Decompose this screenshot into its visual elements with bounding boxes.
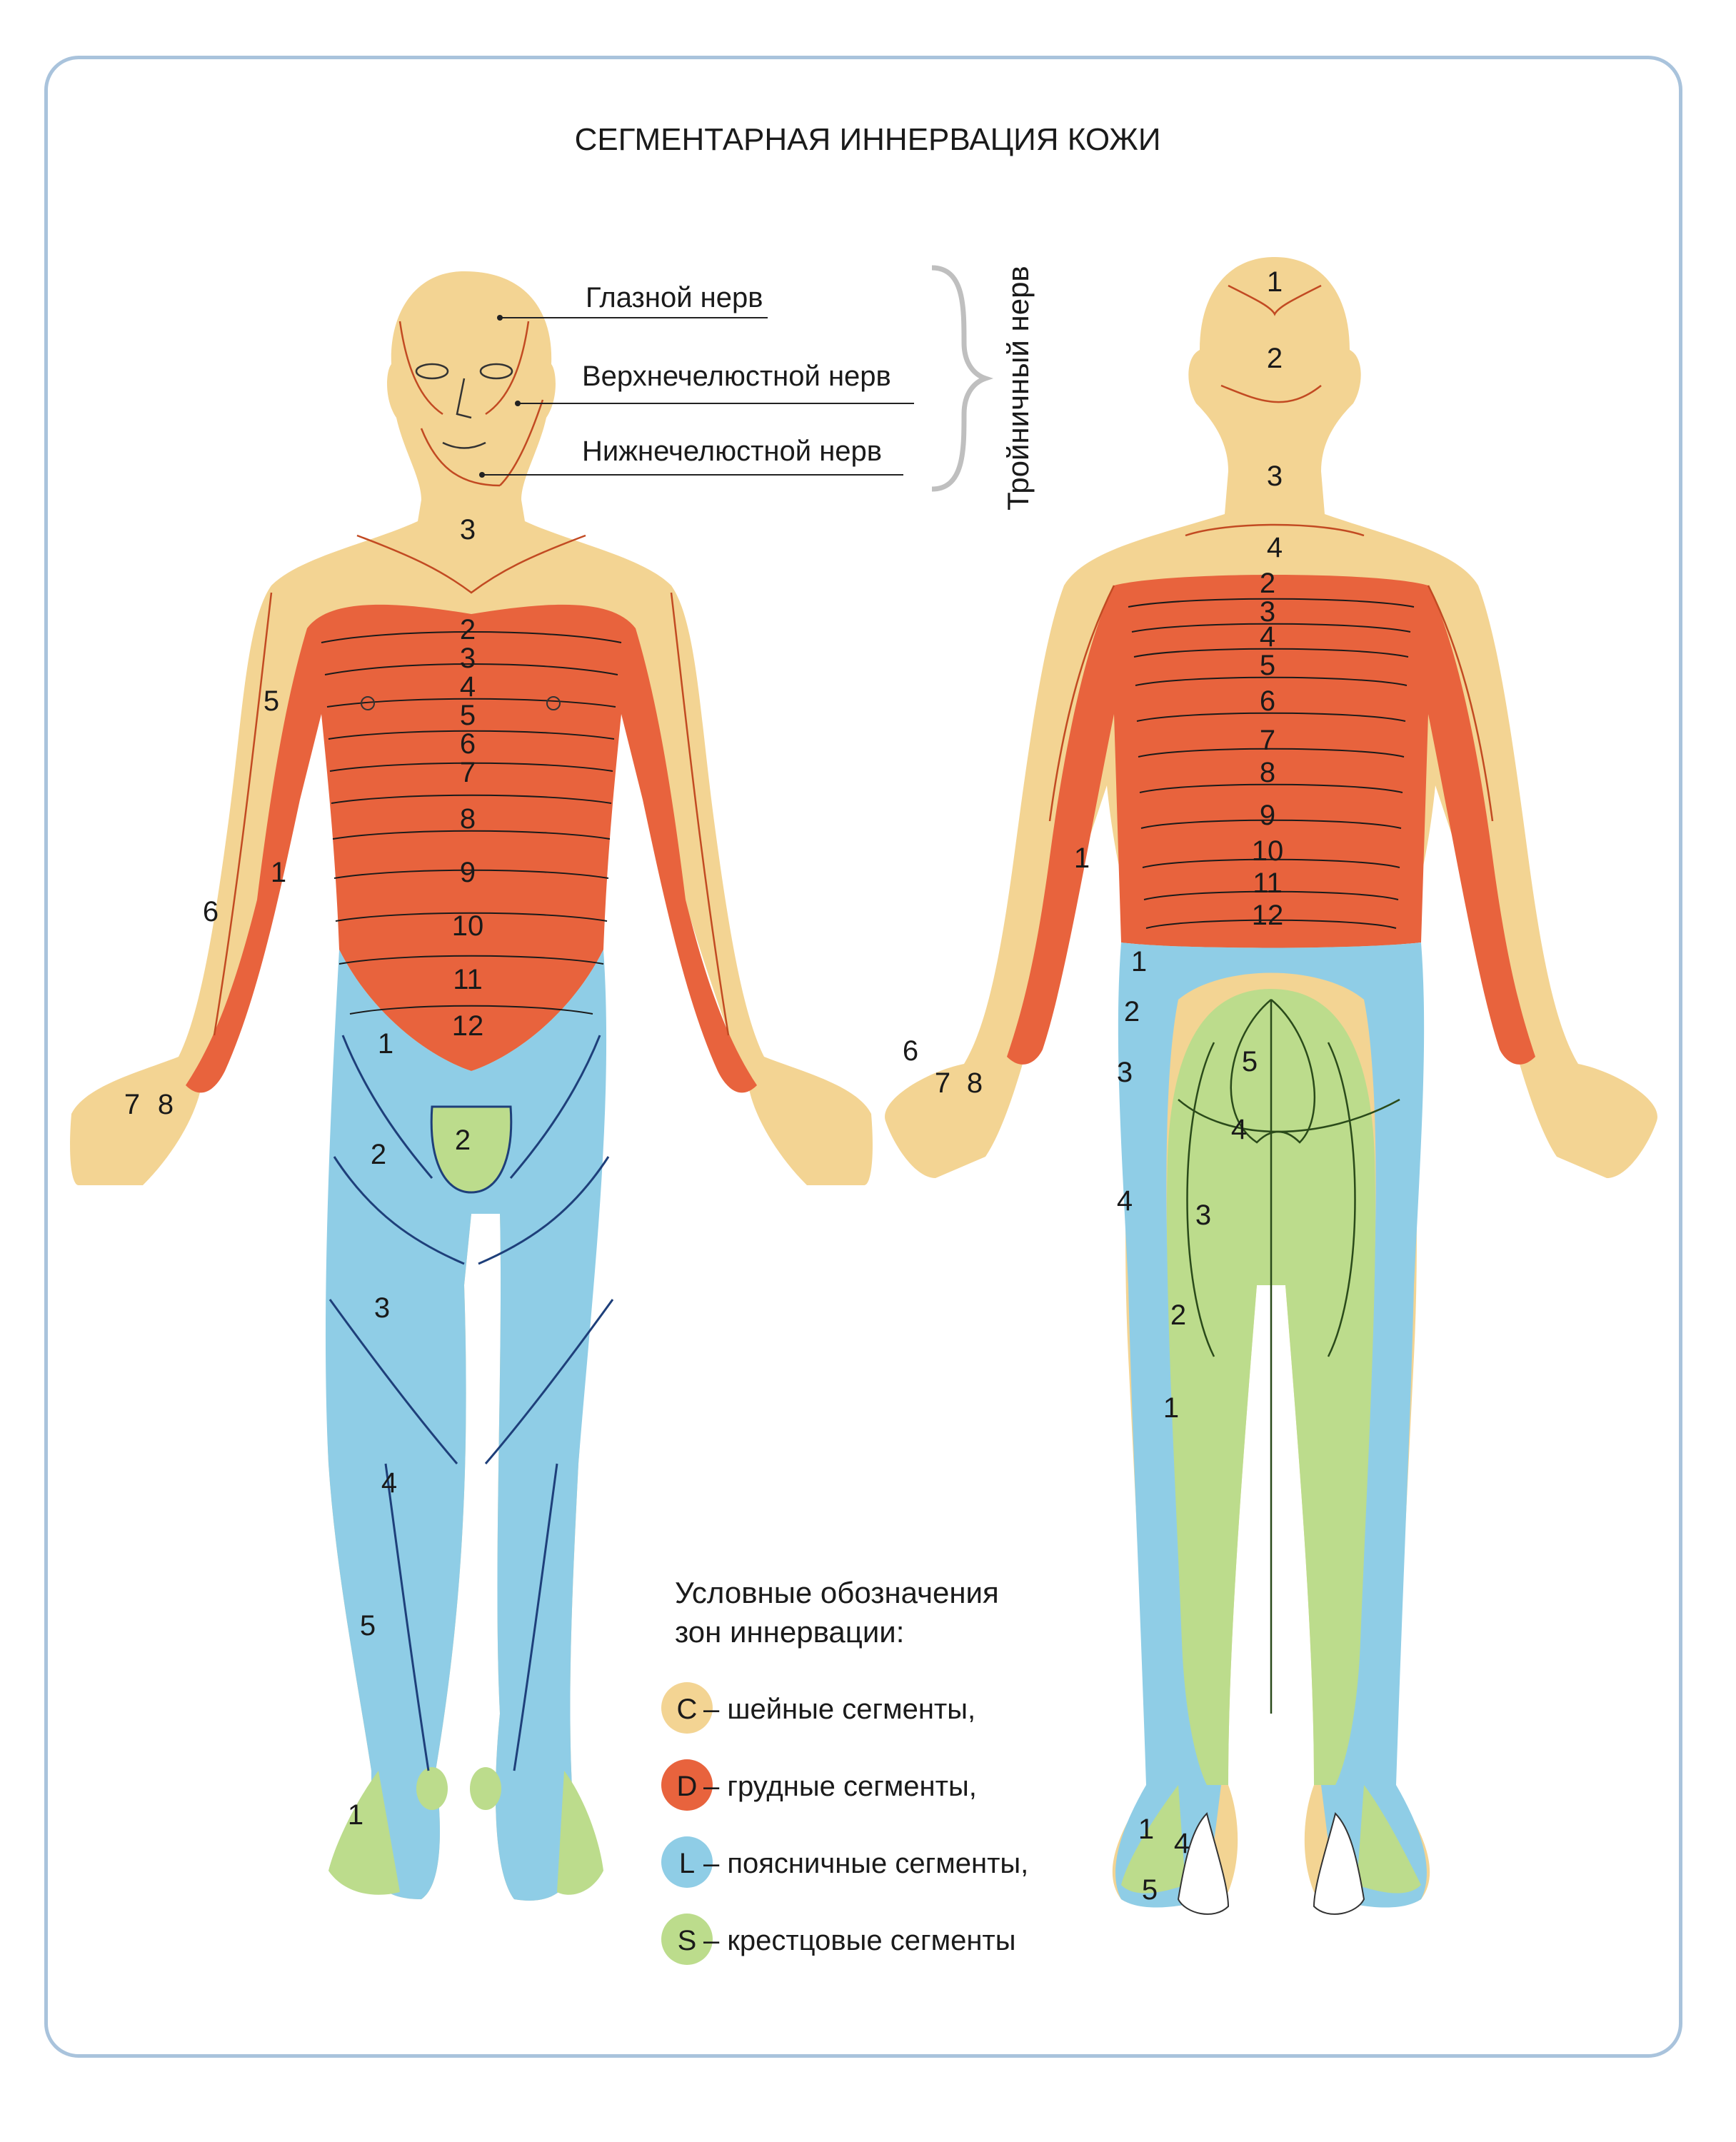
front-arm-label-6: 6: [203, 896, 219, 927]
diagram-title: СЕГМЕНТАРНАЯ ИННЕРВАЦИЯ КОЖИ: [575, 122, 1161, 157]
front-lumbar-label-2: 2: [371, 1139, 386, 1170]
back-sacral-label-1: 1: [1163, 1392, 1179, 1424]
back-thoracic-label-4: 4: [1260, 621, 1275, 653]
back-lumbar-label-4: 4: [1117, 1185, 1133, 1217]
front-thoracic-label-7: 7: [460, 757, 476, 788]
front-hand-label-7: 7: [124, 1089, 140, 1120]
front-thoracic-label-5: 5: [460, 700, 476, 731]
front-arm-label-1: 1: [271, 857, 286, 888]
front-hand-label-8: 8: [158, 1089, 174, 1120]
front-sacral-ankle-left: [470, 1767, 501, 1810]
legend-heading-line1: Условные обозначения: [675, 1576, 999, 1609]
maxillary-nerve-label: Верхнечелюстной нерв: [582, 361, 891, 392]
back-neck-label-3: 3: [1267, 461, 1283, 492]
legend-text-lumbar: – поясничные сегменты,: [703, 1848, 1028, 1879]
front-sacral-label-2: 2: [455, 1125, 471, 1156]
legend-code-d: D: [677, 1771, 698, 1802]
front-lumbar-label-5: 5: [360, 1610, 376, 1641]
back-head-label-1: 1: [1267, 266, 1283, 298]
back-sacral-label-5: 5: [1242, 1046, 1258, 1077]
back-hand-label-7: 7: [935, 1067, 950, 1099]
front-neck-label: 3: [460, 514, 476, 545]
front-thoracic-label-2: 2: [460, 614, 476, 645]
front-arm-label-5: 5: [264, 685, 279, 717]
back-shoulder-label-4: 4: [1267, 532, 1283, 563]
trigeminal-group-label: Тройничный нерв: [1001, 266, 1035, 511]
front-thoracic-label-8: 8: [460, 803, 476, 835]
back-hand-label-8: 8: [967, 1067, 983, 1099]
back-sacral-label-3: 3: [1195, 1200, 1211, 1231]
back-thoracic-label-8: 8: [1260, 757, 1275, 788]
front-lumbar-label-4: 4: [381, 1467, 397, 1499]
legend: Условные обозначения зон иннервации: C –…: [661, 1576, 1028, 1965]
front-thoracic-label-11: 11: [453, 964, 483, 995]
legend-heading-line2: зон иннервации:: [675, 1615, 904, 1649]
front-thoracic-label-10: 10: [452, 910, 484, 942]
ophthalmic-nerve-label: Глазной нерв: [586, 282, 763, 313]
back-sacral-label-2: 2: [1170, 1299, 1186, 1331]
back-hand-label-6: 6: [903, 1035, 918, 1067]
back-head-label-2: 2: [1267, 343, 1283, 374]
trigeminal-brace: [932, 268, 985, 489]
legend-code-s: S: [678, 1925, 697, 1956]
back-thoracic-label-9: 9: [1260, 800, 1275, 831]
back-thoracic-label-12: 12: [1252, 900, 1284, 931]
front-thoracic-label-3: 3: [460, 643, 476, 674]
back-lumbar-label-3: 3: [1117, 1057, 1133, 1088]
back-thoracic-label-7: 7: [1260, 725, 1275, 756]
back-foot-label-4: 4: [1174, 1828, 1190, 1859]
front-lumbar-label-1: 1: [378, 1028, 393, 1060]
legend-text-sacral: – крестцовые сегменты: [703, 1925, 1015, 1956]
legend-text-cervical: – шейные сегменты,: [703, 1694, 975, 1725]
back-foot-label-5: 5: [1142, 1874, 1158, 1906]
back-thoracic-label-6: 6: [1260, 685, 1275, 717]
back-thoracic-label-11: 11: [1253, 868, 1283, 899]
front-thoracic-label-12: 12: [452, 1010, 484, 1042]
back-lumbar-label-1: 1: [1131, 946, 1147, 977]
back-thoracic-label-10: 10: [1252, 835, 1284, 867]
front-thoracic-label-6: 6: [460, 728, 476, 760]
front-lumbar-zone: [326, 950, 606, 1901]
legend-code-c: C: [677, 1694, 698, 1725]
front-thoracic-label-9: 9: [460, 857, 476, 888]
mandibular-nerve-label: Нижнечелюстной нерв: [582, 436, 882, 467]
front-thoracic-label-4: 4: [460, 671, 476, 703]
back-thoracic-label-5: 5: [1260, 650, 1275, 681]
legend-code-l: L: [679, 1848, 695, 1879]
back-sacral-label-4: 4: [1231, 1114, 1247, 1145]
front-sacral-ankle-right: [416, 1767, 448, 1810]
legend-text-thoracic: – грудные сегменты,: [703, 1771, 977, 1802]
back-lumbar-label-2: 2: [1124, 996, 1140, 1027]
front-lumbar-label-3: 3: [374, 1292, 390, 1324]
back-thoracic-label-2: 2: [1260, 568, 1275, 599]
back-foot-label-1: 1: [1138, 1814, 1154, 1845]
front-sacral-label-1: 1: [348, 1799, 363, 1831]
back-arm-label-1: 1: [1074, 843, 1090, 874]
front-sacral-foot-left: [557, 1771, 603, 1895]
